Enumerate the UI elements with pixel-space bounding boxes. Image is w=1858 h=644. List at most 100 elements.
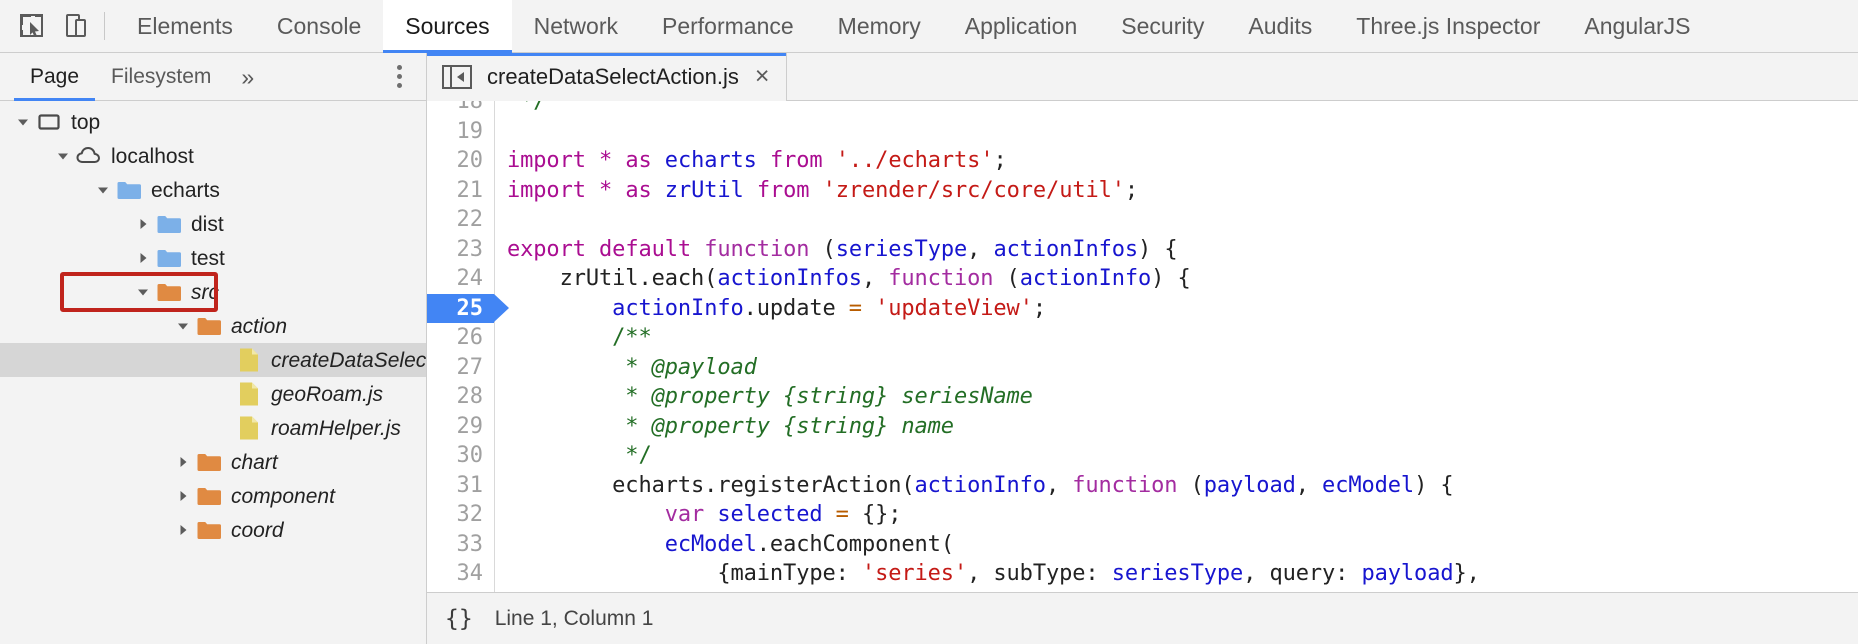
line-number-31[interactable]: 31 [456,472,484,498]
chevron-right-icon[interactable] [172,454,194,470]
code-line-27[interactable]: * @payload [495,353,1858,383]
line-number-27[interactable]: 27 [456,354,484,380]
chevron-down-icon[interactable] [52,148,74,164]
tree-item-localhost[interactable]: localhost [0,139,426,173]
line-number-21[interactable]: 21 [456,177,484,203]
tree-item-label: localhost [111,144,194,168]
tree-item-chart[interactable]: chart [0,445,426,479]
code-line-24[interactable]: zrUtil.each(actionInfos, function (actio… [495,264,1858,294]
code-line-26[interactable]: /** [495,323,1858,353]
collapse-navigator-icon[interactable] [441,64,473,90]
line-number-23[interactable]: 23 [456,236,484,262]
code-line-23[interactable]: export default function (seriesType, act… [495,235,1858,265]
editor-tab-title: createDataSelectAction.js [487,63,739,89]
editor-tab-createdataselectaction[interactable]: createDataSelectAction.js × [427,52,787,101]
line-number-28[interactable]: 28 [456,384,484,409]
tab-elements[interactable]: Elements [137,12,233,39]
code-line-22[interactable] [495,205,1858,235]
token-cm: */ [507,443,652,468]
tree-item-action[interactable]: action [0,309,426,343]
tree-item-label: chart [231,450,278,474]
code-line-20[interactable]: import * as echarts from '../echarts'; [495,146,1858,176]
tree-item-georoam-js[interactable]: geoRoam.js [0,377,426,411]
line-number-20[interactable]: 20 [456,148,484,173]
chevron-right-icon[interactable] [172,522,194,538]
line-number-26[interactable]: 26 [456,325,484,350]
tab-network[interactable]: Network [533,12,618,39]
tab-sources[interactable]: Sources [383,0,513,53]
tree-item-createdataselectaction-js[interactable]: createDataSelectAction.js [0,343,426,377]
code-line-31[interactable]: echarts.registerAction(actionInfo, funct… [495,471,1858,501]
code-line-21[interactable]: import * as zrUtil from 'zrender/src/cor… [495,176,1858,206]
tab-application[interactable]: Application [964,12,1078,39]
code-content[interactable]: */ import * as echarts from '../echarts'… [495,101,1858,592]
chevron-down-icon[interactable] [132,284,154,300]
chevron-right-icon[interactable] [132,216,154,232]
token-pl [652,148,665,173]
chevron-down-icon[interactable] [172,318,194,334]
line-number-30[interactable]: 30 [456,443,484,468]
line-number-24[interactable]: 24 [456,266,484,291]
token-kw: * [599,148,613,173]
tree-item-src[interactable]: src [0,275,426,309]
more-options-icon[interactable] [386,62,412,92]
pretty-print-icon[interactable]: {} [445,605,473,632]
tree-item-coord[interactable]: coord [0,513,426,547]
token-kw: default [599,236,692,262]
tree-item-echarts[interactable]: echarts [0,173,426,207]
line-number-19[interactable]: 19 [456,118,484,144]
token-pl: ) { [1138,236,1178,262]
line-number-35[interactable]: 35 [427,589,494,593]
tab-audits[interactable]: Audits [1248,12,1313,39]
code-line-34[interactable]: {mainType: 'series', subType: seriesType… [495,559,1858,589]
token-op: = [835,502,849,527]
token-pl: {mainType: [507,561,862,586]
line-number-22[interactable]: 22 [456,207,484,232]
code-line-25[interactable]: actionInfo.update = 'updateView'; [495,294,1858,324]
inspect-cursor-icon[interactable] [10,4,54,48]
token-pl: ) { [1414,472,1454,498]
chevron-double-right-icon[interactable]: » [241,63,255,90]
chevron-right-icon[interactable] [132,250,154,266]
tab-threejs-inspector[interactable]: Three.js Inspector [1356,12,1541,39]
tree-item-dist[interactable]: dist [0,207,426,241]
code-line-35[interactable]: function (seriesModel) { [495,589,1858,593]
tab-angularjs[interactable]: AngularJS [1584,12,1691,39]
code-line-32[interactable]: var selected = {}; [495,500,1858,530]
line-number-29[interactable]: 29 [456,413,484,439]
tab-memory[interactable]: Memory [837,12,921,39]
token-pl: , subType: [967,561,1112,586]
token-id: zrUtil [664,177,744,203]
nav-tab-filesystem[interactable]: Filesystem [111,64,212,88]
nav-tab-page[interactable]: Page [14,53,96,101]
tab-performance[interactable]: Performance [662,12,794,39]
chevron-right-icon[interactable] [172,488,194,504]
tree-item-top[interactable]: top [0,105,426,139]
line-number-32[interactable]: 32 [456,502,484,527]
line-number-25[interactable]: 25 [427,293,509,323]
code-line-19[interactable] [495,117,1858,147]
chevron-down-icon[interactable] [92,182,114,198]
code-line-30[interactable]: */ [495,441,1858,471]
toolbar-divider [104,12,105,40]
close-icon[interactable]: × [754,62,770,90]
chevron-down-icon[interactable] [12,114,34,130]
tree-item-test[interactable]: test [0,241,426,275]
tree-item-roamhelper-js[interactable]: roamHelper.js [0,411,426,445]
frame-icon [34,110,64,134]
tree-item-component[interactable]: component [0,479,426,513]
code-line-18[interactable]: */ [495,101,1858,117]
line-number-33[interactable]: 33 [456,531,484,557]
code-line-28[interactable]: * @property {string} seriesName [495,382,1858,412]
device-toolbar-icon[interactable] [54,4,98,48]
token-id: seriesModel [849,591,994,593]
code-line-29[interactable]: * @property {string} name [495,412,1858,442]
code-line-33[interactable]: ecModel.eachComponent( [495,530,1858,560]
tab-console[interactable]: Console [276,12,362,39]
tab-security[interactable]: Security [1121,12,1205,39]
line-number-34[interactable]: 34 [456,561,484,586]
line-number-18[interactable]: 18 [456,101,484,114]
